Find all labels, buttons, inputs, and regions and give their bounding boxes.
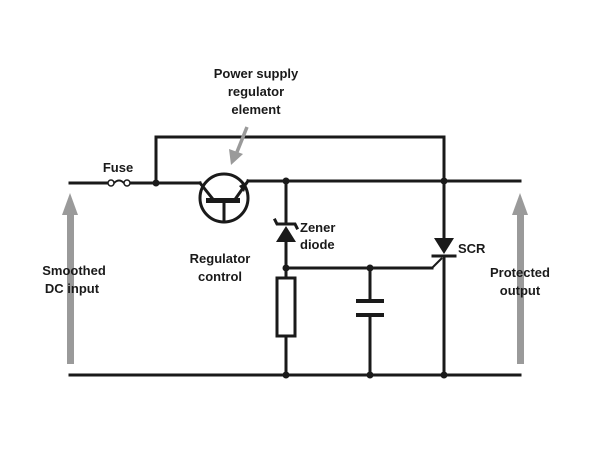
power-supply-label-line3: element (231, 102, 281, 117)
regulator-label-line2: control (198, 269, 242, 284)
scr-label: SCR (458, 241, 486, 256)
protected-label-line2: output (500, 283, 541, 298)
zener-label-line1: Zener (300, 220, 335, 235)
junction-dot (282, 177, 290, 185)
overhead-bypass-wire (154, 135, 446, 240)
regulator-label-line1: Regulator (190, 251, 251, 266)
smoothed-label-line2: DC input (45, 281, 100, 296)
capacitor-symbol (356, 299, 384, 317)
junction-dot (440, 371, 448, 379)
scr-symbol (431, 238, 457, 269)
zener-diode-symbol (272, 217, 300, 242)
junction-dot (282, 264, 290, 272)
junction-dot (366, 264, 374, 272)
fuse-label: Fuse (103, 160, 133, 175)
smoothed-label-line1: Smoothed (42, 263, 106, 278)
input-up-arrow-icon (62, 193, 78, 364)
transistor-symbol (197, 172, 251, 224)
protected-label-line1: Protected (490, 265, 550, 280)
pointer-arrow-icon (229, 126, 249, 165)
fuse-symbol (107, 179, 131, 187)
output-up-arrow-icon (512, 193, 528, 364)
resistor-symbol (275, 276, 297, 338)
junction-dot (366, 371, 374, 379)
junction-dot (152, 179, 160, 187)
junction-dot (282, 371, 290, 379)
zener-label-line2: diode (300, 237, 335, 252)
junction-dot (440, 177, 448, 185)
power-supply-label-line1: Power supply (214, 66, 299, 81)
power-supply-label-line2: regulator (228, 84, 284, 99)
